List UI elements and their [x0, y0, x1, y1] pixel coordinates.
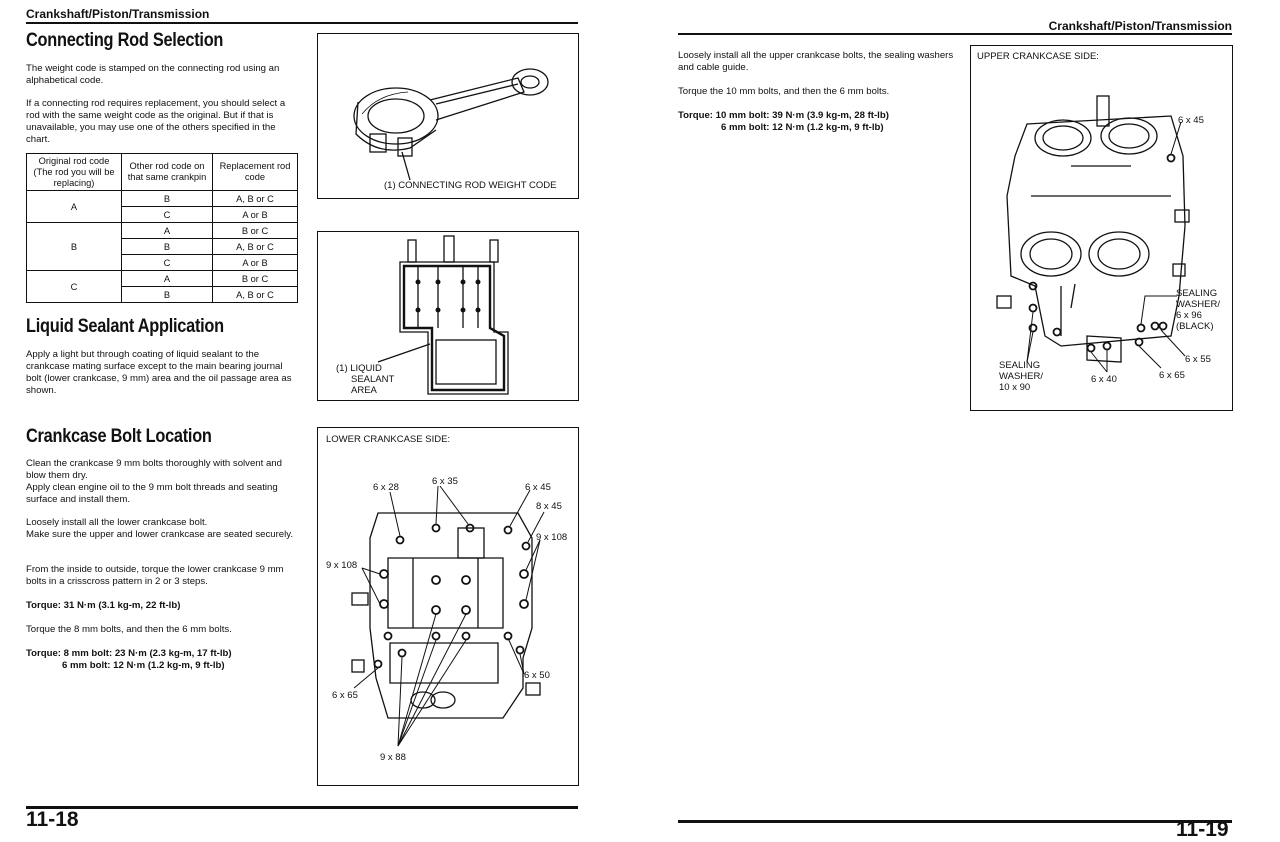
header-rule [26, 22, 578, 24]
paragraph: Torque the 10 mm bolts, and then the 6 m… [678, 86, 890, 97]
upper-crankcase-drawing [996, 95, 1190, 373]
torque-text: Torque: 8 mm bolt: 23 N·m (2.3 kg-m, 17 … [26, 648, 232, 659]
page-number-left: 11-18 [26, 808, 79, 831]
table-header: Replacement rod code [212, 153, 298, 191]
table-cell: C [121, 206, 213, 223]
table-header: Other rod code on that same crankpin [121, 153, 213, 191]
table-cell: A [121, 222, 213, 239]
torque-spec: Torque: 31 N·m (3.1 kg-m, 22 ft-lb) [26, 600, 296, 612]
sealant-crankcase-drawing [377, 235, 509, 395]
figure-title: UPPER CRANKCASE SIDE: [977, 51, 1099, 62]
bolt-label: 6 x 65 [1159, 370, 1185, 381]
table-cell: A, B or C [212, 286, 298, 303]
header-rule [678, 33, 1232, 35]
table-cell: A or B [212, 206, 298, 223]
figure-caption-line: SEALANT [351, 374, 395, 385]
paragraph-line: Apply clean engine oil to the 9 mm bolt … [26, 482, 278, 505]
torque-text: Torque: 10 mm bolt: 39 N·m (3.9 kg-m, 28… [678, 110, 889, 121]
torque-text: Torque: 31 N·m (3.1 kg-m, 22 ft-lb) [26, 600, 181, 611]
section-title-liquid-sealant: Liquid Sealant Application [26, 316, 224, 337]
table-cell-original: C [26, 270, 122, 303]
figure-connecting-rod: (1) CONNECTING ROD WEIGHT CODE [317, 33, 579, 199]
table-cell-original: A [26, 190, 122, 223]
paragraph-line: Make sure the upper and lower crankcase … [26, 529, 293, 540]
paragraph: The weight code is stamped on the connec… [26, 63, 280, 86]
table-cell-original: B [26, 222, 122, 271]
paragraph-line: Loosely install all the lower crankcase … [26, 517, 208, 528]
left-page-header: Crankshaft/Piston/Transmission [26, 7, 210, 21]
paragraph-line: Clean the crankcase 9 mm bolts thoroughl… [26, 458, 282, 481]
figure-title: LOWER CRANKCASE SIDE: [326, 434, 451, 445]
bolt-label: (BLACK) [1176, 321, 1214, 332]
paragraph: Clean the crankcase 9 mm bolts thoroughl… [26, 458, 296, 506]
bolt-label: SEALING [999, 360, 1041, 371]
bolt-label: 6 x 55 [1185, 354, 1211, 365]
figure-liquid-sealant: (1) LIQUID SEALANT AREA [317, 231, 579, 401]
table-cell: A or B [212, 254, 298, 271]
figure-upper-crankcase: UPPER CRANKCASE SIDE: [970, 45, 1233, 411]
bolt-label: 6 x 50 [524, 670, 550, 681]
lower-crankcase-drawing [351, 485, 545, 747]
bolt-label: 9 x 88 [380, 752, 406, 763]
bolt-label: 6 x 45 [525, 482, 551, 493]
section-title-connecting-rod: Connecting Rod Selection [26, 30, 224, 51]
paragraph: Torque the 8 mm bolts, and then the 6 mm… [26, 624, 232, 635]
table-cell: A [121, 270, 213, 287]
torque-text: 6 mm bolt: 12 N·m (1.2 kg-m, 9 ft-lb) [62, 660, 225, 671]
paragraph: From the inside to outside, torque the l… [26, 564, 284, 587]
paragraph: Loosely install all the upper crankcase … [678, 50, 954, 73]
table-cell: B [121, 286, 213, 303]
table-cell: B [121, 238, 213, 255]
table-header: Original rod code (The rod you will be r… [26, 153, 122, 191]
rod-code-table: Original rod code (The rod you will be r… [26, 153, 298, 303]
table-cell: B [121, 190, 213, 207]
bolt-label: 10 x 90 [999, 382, 1031, 393]
paragraph: Apply a light but through coating of liq… [26, 349, 292, 396]
paragraph: Loosely install all the lower crankcase … [26, 517, 296, 541]
right-page-header: Crankshaft/Piston/Transmission [1048, 19, 1232, 33]
bolt-label: 6 x 45 [1178, 115, 1204, 126]
bolt-label: 9 x 108 [536, 532, 568, 543]
bolt-label: 9 x 108 [326, 560, 358, 571]
bolt-label: WASHER/ [1176, 299, 1220, 310]
footer-rule [678, 820, 1232, 823]
table-cell: B or C [212, 222, 298, 239]
table-cell: C [121, 254, 213, 271]
table-cell: B or C [212, 270, 298, 287]
bolt-label: 6 x 28 [373, 482, 399, 493]
bolt-label: WASHER/ [999, 371, 1043, 382]
figure-caption: (1) CONNECTING ROD WEIGHT CODE [384, 180, 557, 191]
connecting-rod-drawing [353, 68, 549, 181]
figure-caption-line: AREA [351, 385, 377, 396]
table-cell: A, B or C [212, 238, 298, 255]
table-cell: A, B or C [212, 190, 298, 207]
bolt-label: 6 x 35 [432, 476, 458, 487]
bolt-label: 6 x 96 [1176, 310, 1202, 321]
torque-spec: Torque: 8 mm bolt: 23 N·m (2.3 kg-m, 17 … [26, 648, 296, 672]
bolt-label: 8 x 45 [536, 501, 562, 512]
paragraph: If a connecting rod requires replacement… [26, 98, 286, 145]
torque-spec: Torque: 10 mm bolt: 39 N·m (3.9 kg-m, 28… [678, 110, 954, 134]
footer-rule [26, 806, 578, 809]
figure-caption-line: (1) LIQUID [336, 363, 382, 374]
figure-lower-crankcase: LOWER CRANKCASE SIDE: [317, 427, 579, 786]
bolt-label: SEALING [1176, 288, 1218, 299]
bolt-label: 6 x 40 [1091, 374, 1117, 385]
section-title-bolt-location: Crankcase Bolt Location [26, 426, 212, 447]
bolt-label: 6 x 65 [332, 690, 358, 701]
torque-text: 6 mm bolt: 12 N·m (1.2 kg-m, 9 ft-lb) [721, 122, 884, 133]
page-number-right: 11-19 [1176, 818, 1229, 841]
